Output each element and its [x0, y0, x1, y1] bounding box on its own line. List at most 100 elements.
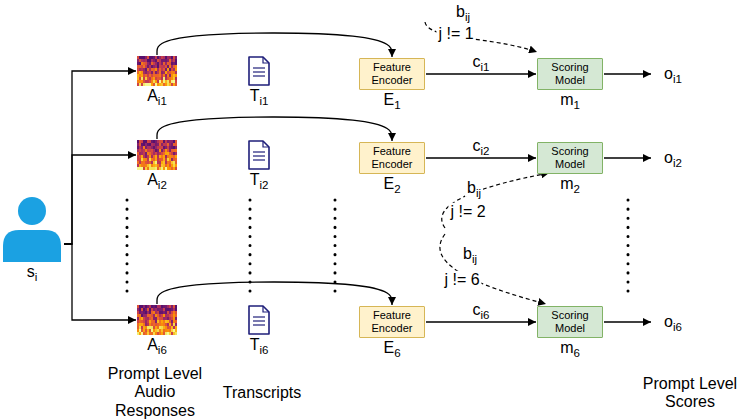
spectrogram-cell [169, 149, 171, 152]
spectrogram-cell [167, 71, 169, 74]
spectrogram-cell [163, 326, 165, 329]
flow-arrow [64, 244, 136, 320]
spectrogram-cell [169, 317, 171, 320]
spectrogram-cell [147, 308, 149, 311]
spectrogram-cell [147, 158, 149, 161]
symbol-subscript: i2 [259, 179, 268, 191]
spectrogram-cell [157, 140, 159, 143]
spectrogram-cell [161, 146, 163, 149]
spectrogram-cell [167, 164, 169, 167]
spectrogram-cell [145, 158, 147, 161]
spectrogram-cell [151, 155, 153, 158]
spectrogram-cell [173, 68, 175, 71]
spectrogram-cell [137, 65, 139, 68]
spectrogram-cell [141, 305, 143, 308]
spectrogram-cell [153, 158, 155, 161]
spectrogram-cell [159, 80, 161, 83]
spectrogram-cell [139, 143, 141, 146]
spectrogram-cell [141, 152, 143, 155]
spectrogram-cell [137, 305, 139, 308]
spectrogram-cell [143, 65, 145, 68]
spectrogram-cell [155, 71, 157, 74]
feature-encoder-box: Feature Encoder [359, 142, 425, 174]
symbol-base: o [664, 313, 673, 330]
spectrogram-cell [171, 56, 173, 59]
spectrogram-cell [153, 65, 155, 68]
spectrogram-cell [143, 314, 145, 317]
spectrogram-cell [153, 326, 155, 329]
spectrogram-cell [167, 323, 169, 326]
spectrogram-cell [163, 56, 165, 59]
spectrogram-cell [143, 317, 145, 320]
spectrogram-cell [173, 161, 175, 164]
spectrogram-cell [165, 308, 167, 311]
ellipsis-dots [627, 200, 630, 300]
spectrogram-cell [141, 65, 143, 68]
spectrogram-cell [165, 68, 167, 71]
spectrogram-cell [163, 152, 165, 155]
spectrogram-cell [159, 158, 161, 161]
spectrogram-cell [173, 77, 175, 80]
spectrogram-cell [165, 56, 167, 59]
spectrogram-cell [169, 158, 171, 161]
spectrogram-cell [139, 65, 141, 68]
spectrogram-cell [149, 71, 151, 74]
spectrogram-cell [163, 332, 165, 335]
spectrogram-cell [175, 155, 177, 158]
spectrogram-cell [155, 305, 157, 308]
spectrogram-cell [167, 317, 169, 320]
flow-arrow [426, 321, 536, 322]
spectrogram-cell [169, 71, 171, 74]
symbol-subscript: i2 [673, 156, 682, 168]
spectrogram-cell [155, 320, 157, 323]
spectrogram-cell [163, 74, 165, 77]
symbol-base: m [560, 91, 573, 108]
spectrogram-cell [167, 65, 169, 68]
spectrogram-cell [175, 65, 177, 68]
symbol-base: s [27, 263, 35, 280]
spectrogram-cell [161, 77, 163, 80]
spectrogram-cell [157, 80, 159, 83]
spectrogram-cell [173, 320, 175, 323]
spectrogram-cell [151, 59, 153, 62]
spectrogram-cell [159, 164, 161, 167]
spectrogram-cell [149, 74, 151, 77]
spectrogram-cell [173, 314, 175, 317]
spectrogram-cell [157, 167, 159, 170]
spectrogram-cell [147, 77, 149, 80]
spectrogram-cell [173, 155, 175, 158]
document-fold [263, 306, 269, 312]
spectrogram-cell [139, 62, 141, 65]
spectrogram-cell [165, 305, 167, 308]
spectrogram-cell [141, 68, 143, 71]
spectrogram-cell [165, 83, 167, 86]
spectrogram-cell [171, 59, 173, 62]
output-score: oi2 [662, 149, 684, 167]
box-label: Feature Encoder [364, 145, 420, 170]
spectrogram-cell [137, 83, 139, 86]
spectrogram-cell [141, 332, 143, 335]
spectrogram-cell [157, 317, 159, 320]
spectrogram-cell [159, 320, 161, 323]
spectrogram-cell [169, 140, 171, 143]
spectrogram-cell [157, 305, 159, 308]
spectrogram-cell [173, 305, 175, 308]
spectrogram-cell [139, 332, 141, 335]
spectrogram-cell [143, 161, 145, 164]
spectrogram-cell [159, 314, 161, 317]
spectrogram-cell [153, 59, 155, 62]
spectrogram-cell [153, 320, 155, 323]
spectrogram-cell [149, 59, 151, 62]
spectrogram-cell [171, 320, 173, 323]
spectrogram-cell [137, 74, 139, 77]
spectrogram-cell [173, 329, 175, 332]
spectrogram-cell [141, 140, 143, 143]
spectrogram-cell [143, 152, 145, 155]
symbol-subscript: ij [476, 186, 481, 198]
spectrogram-cell [167, 143, 169, 146]
spectrogram: Ai6 [137, 305, 177, 354]
spectrogram-cell [169, 80, 171, 83]
spectrogram-cell [175, 314, 177, 317]
transcript-doc: Ti6 [248, 305, 270, 354]
spectrogram-cell [139, 71, 141, 74]
